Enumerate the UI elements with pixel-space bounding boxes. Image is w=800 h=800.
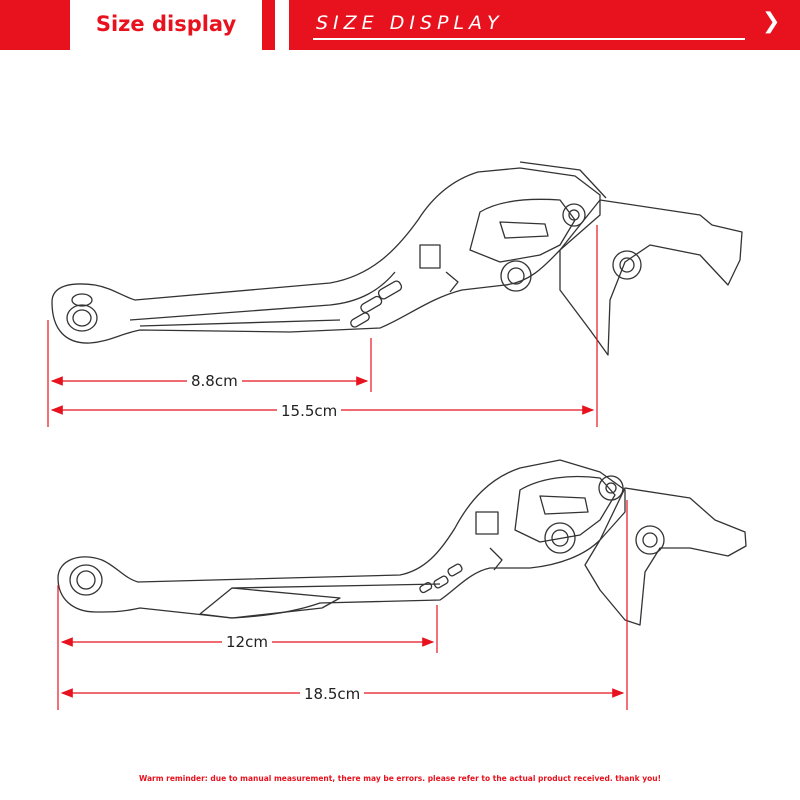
bottom-lever-drawing bbox=[57, 459, 747, 626]
bottom-long-dimension-label: 18.5cm bbox=[300, 685, 365, 703]
warm-reminder-text: Warm reminder: due to manual measurement… bbox=[138, 774, 662, 783]
top-long-dimension-label: 15.5cm bbox=[277, 402, 342, 420]
top-lever-dimensions bbox=[47, 225, 598, 427]
header-title: SIZE DISPLAY bbox=[316, 12, 504, 34]
top-lever-drawing bbox=[51, 161, 743, 356]
header-underline bbox=[313, 38, 745, 40]
bottom-short-dimension-label: 12cm bbox=[222, 633, 272, 651]
header-tab-label: Size display bbox=[70, 0, 262, 50]
header-divider bbox=[275, 0, 289, 50]
bottom-lever-dimensions bbox=[57, 500, 628, 710]
top-short-dimension-label: 8.8cm bbox=[187, 372, 242, 390]
header-bar: Size display SIZE DISPLAY ❯ bbox=[0, 0, 800, 50]
chevron-right-icon[interactable]: ❯ bbox=[762, 9, 781, 34]
